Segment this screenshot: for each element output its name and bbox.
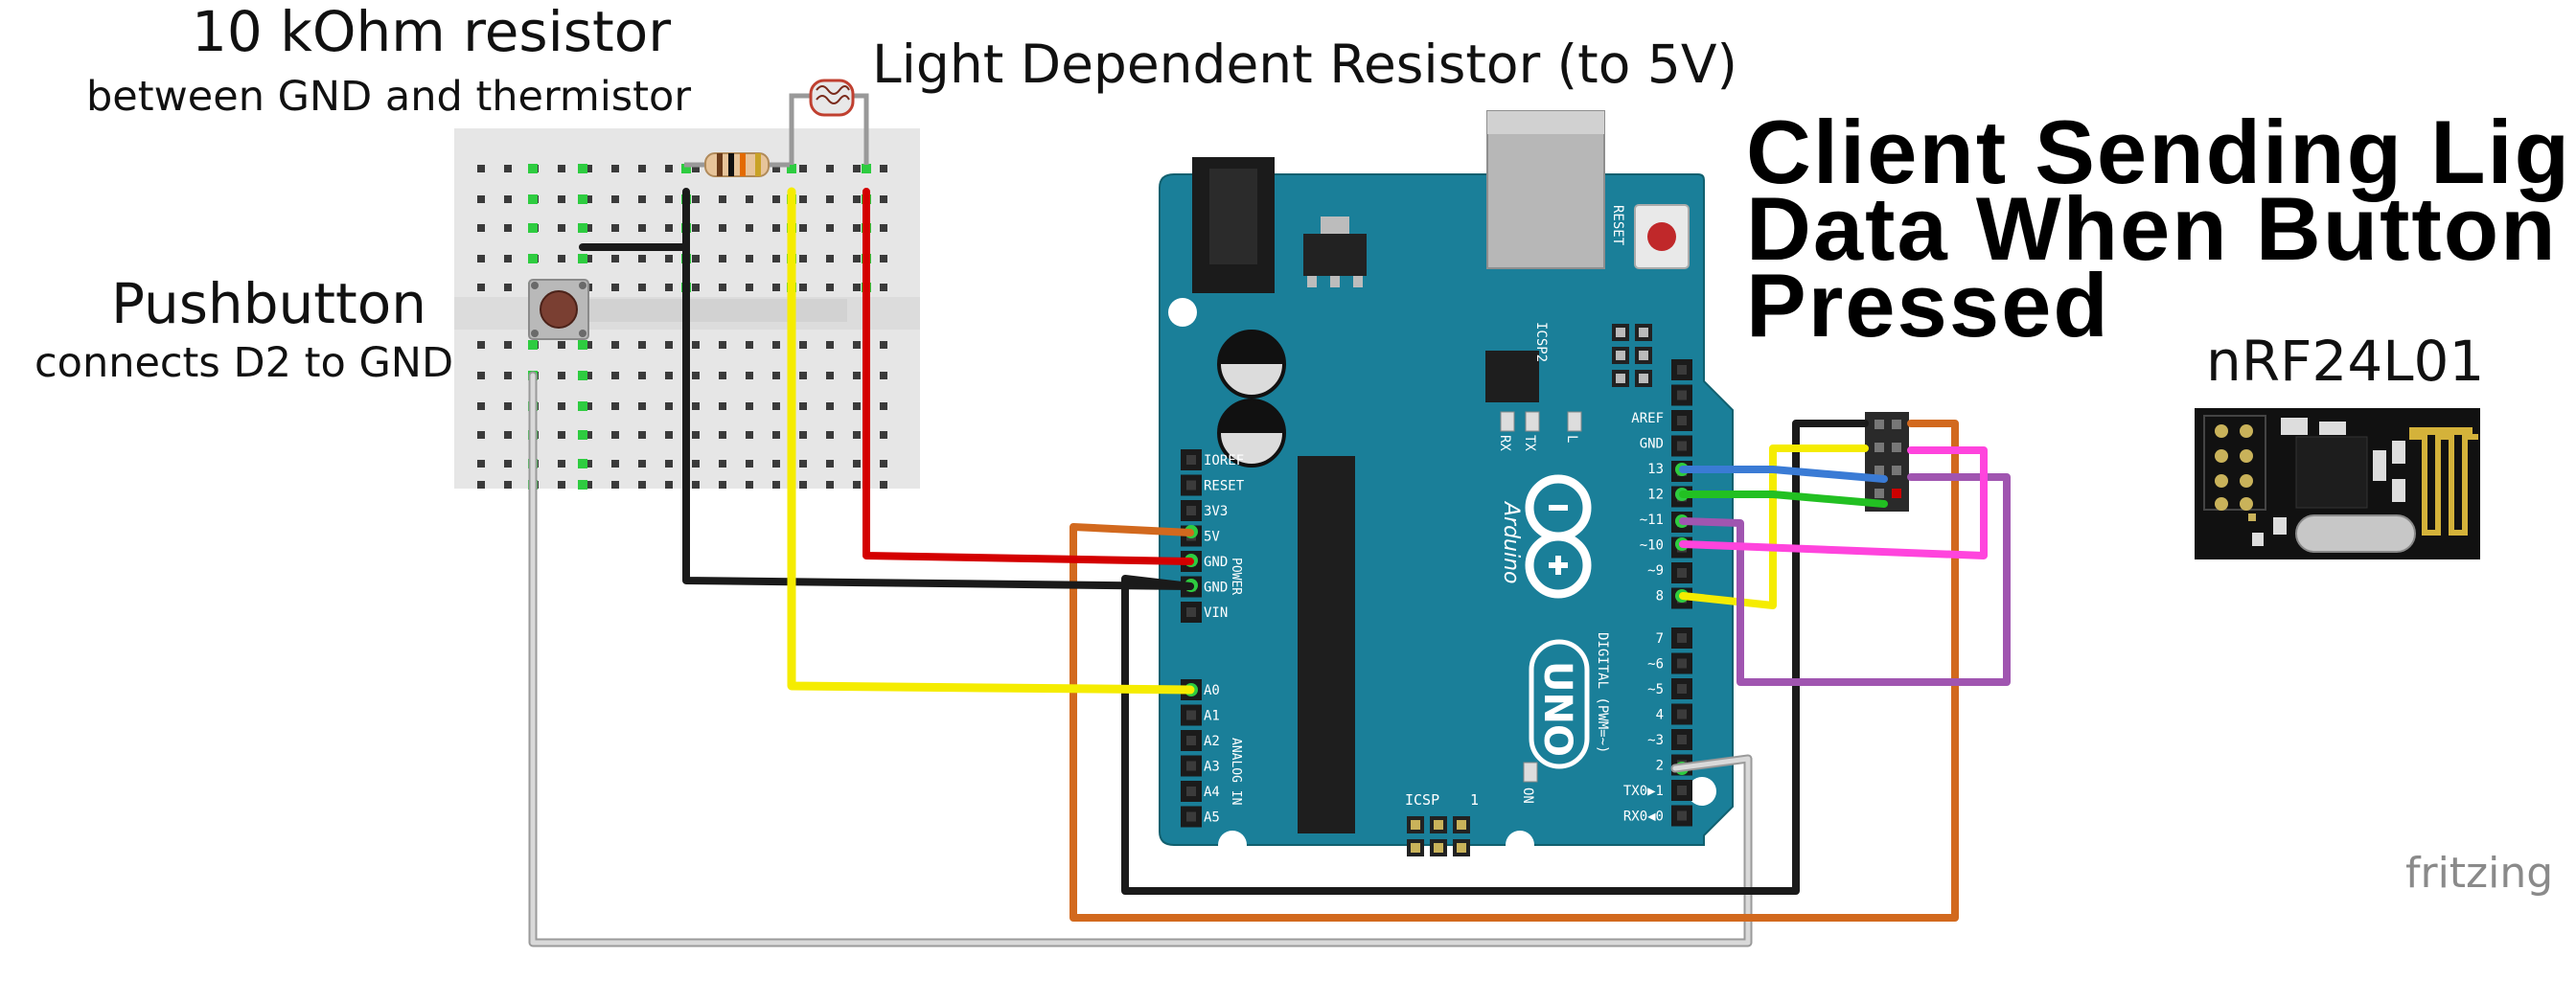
resistor-sub-label: between GND and thermistor bbox=[86, 73, 692, 121]
digital-pin-label: 8 bbox=[1656, 589, 1664, 605]
digital-pin-label: ~9 bbox=[1647, 563, 1664, 579]
wire-purple-d11 bbox=[1679, 473, 2011, 686]
on-led-label: ON bbox=[1520, 787, 1535, 804]
tx-label: TX bbox=[1522, 435, 1537, 451]
nrf-header-adapter bbox=[1865, 412, 1909, 512]
digital-pin-label: 7 bbox=[1656, 631, 1664, 647]
wire-yellow-a0 bbox=[787, 187, 1195, 695]
digital-pin-label: ~5 bbox=[1647, 682, 1664, 697]
power-pin-label: GND bbox=[1204, 581, 1228, 596]
wire-black-nrf-gnd bbox=[1121, 420, 1869, 895]
digital-pin-label: 12 bbox=[1647, 488, 1664, 503]
icsp-label: ICSP bbox=[1405, 791, 1439, 809]
power-pin-label: RESET bbox=[1204, 479, 1245, 494]
icsp2-label: ICSP2 bbox=[1533, 322, 1549, 362]
rx-label: RX bbox=[1497, 435, 1512, 451]
digital-pin-label: RX0◀0 bbox=[1623, 810, 1664, 825]
icsp-pin1-label: 1 bbox=[1470, 791, 1479, 809]
digital-group-label: DIGITAL (PWM=~) bbox=[1595, 632, 1610, 753]
nrf-module-label: nRF24L01 bbox=[2206, 329, 2485, 394]
arduino-logo-icon bbox=[1525, 474, 1592, 599]
arduino-brand-label: Arduino bbox=[1499, 500, 1523, 584]
power-pin-label: GND bbox=[1204, 555, 1228, 570]
pushbutton-sub-label: connects D2 to GND bbox=[34, 339, 454, 387]
diagram-heading-line-1: Client Sending Light bbox=[1746, 102, 2576, 202]
fritzing-watermark: fritzing bbox=[2405, 849, 2554, 898]
uno-model-label: UNO bbox=[1535, 661, 1579, 757]
wire-black-gnd bbox=[682, 188, 1194, 590]
power-pin-label: VIN bbox=[1204, 605, 1228, 621]
digital-pin-label: ~11 bbox=[1640, 513, 1664, 528]
power-pin-label: 5V bbox=[1204, 530, 1220, 545]
wire-yellow-d8 bbox=[1679, 445, 1869, 609]
wire-red-5v bbox=[862, 188, 1194, 565]
arduino-uno: RESET ICSP2 ICSP 1 RX TX L ON Arduino UN… bbox=[1159, 110, 1734, 859]
wire-magenta-d10 bbox=[1679, 446, 1988, 559]
reset-label: RESET bbox=[1610, 205, 1625, 246]
nrf24l01-module bbox=[2195, 408, 2480, 559]
analog-pin-label: A0 bbox=[1204, 683, 1220, 698]
analog-pin-label: A2 bbox=[1204, 734, 1220, 749]
light-dependent-resistor bbox=[789, 79, 869, 165]
diagram-heading-line-2: Data When Button bbox=[1746, 178, 2558, 279]
digital-pin-label: AREF bbox=[1631, 411, 1664, 426]
wire-blue-d13 bbox=[1679, 466, 1888, 483]
l-led-label: L bbox=[1564, 435, 1579, 443]
analog-pin-label: A5 bbox=[1204, 810, 1220, 826]
power-group-label: POWER bbox=[1229, 558, 1243, 595]
wire-green-d12 bbox=[1679, 490, 1888, 508]
diagram-heading-line-3: Pressed bbox=[1746, 255, 2110, 355]
digital-pin-label: ~3 bbox=[1647, 733, 1664, 748]
resistor-10k bbox=[684, 152, 790, 177]
digital-pin-label: GND bbox=[1640, 437, 1664, 452]
digital-pin-label: ~10 bbox=[1640, 538, 1664, 554]
analog-pin-label: A1 bbox=[1204, 709, 1220, 724]
ldr-label: Light Dependent Resistor (to 5V) bbox=[872, 34, 1737, 95]
analog-pin-label: A4 bbox=[1204, 785, 1220, 800]
digital-pin-label: TX0▶1 bbox=[1623, 784, 1664, 799]
power-pin-label: 3V3 bbox=[1204, 504, 1228, 519]
digital-pin-label: 13 bbox=[1647, 462, 1664, 477]
power-pin-label: IOREF bbox=[1204, 453, 1244, 468]
wire-orange-3v3 bbox=[1070, 420, 1959, 922]
pushbutton bbox=[528, 279, 589, 340]
analog-pin-label: A3 bbox=[1204, 760, 1220, 775]
analog-group-label: ANALOG IN bbox=[1229, 738, 1243, 805]
digital-pin-label: 4 bbox=[1656, 708, 1664, 723]
resistor-title-label: 10 kOhm resistor bbox=[192, 0, 672, 64]
wires bbox=[528, 187, 2011, 947]
digital-pin-label: 2 bbox=[1656, 759, 1664, 774]
pushbutton-title-label: Pushbutton bbox=[111, 271, 426, 336]
digital-pin-label: ~6 bbox=[1647, 657, 1664, 673]
